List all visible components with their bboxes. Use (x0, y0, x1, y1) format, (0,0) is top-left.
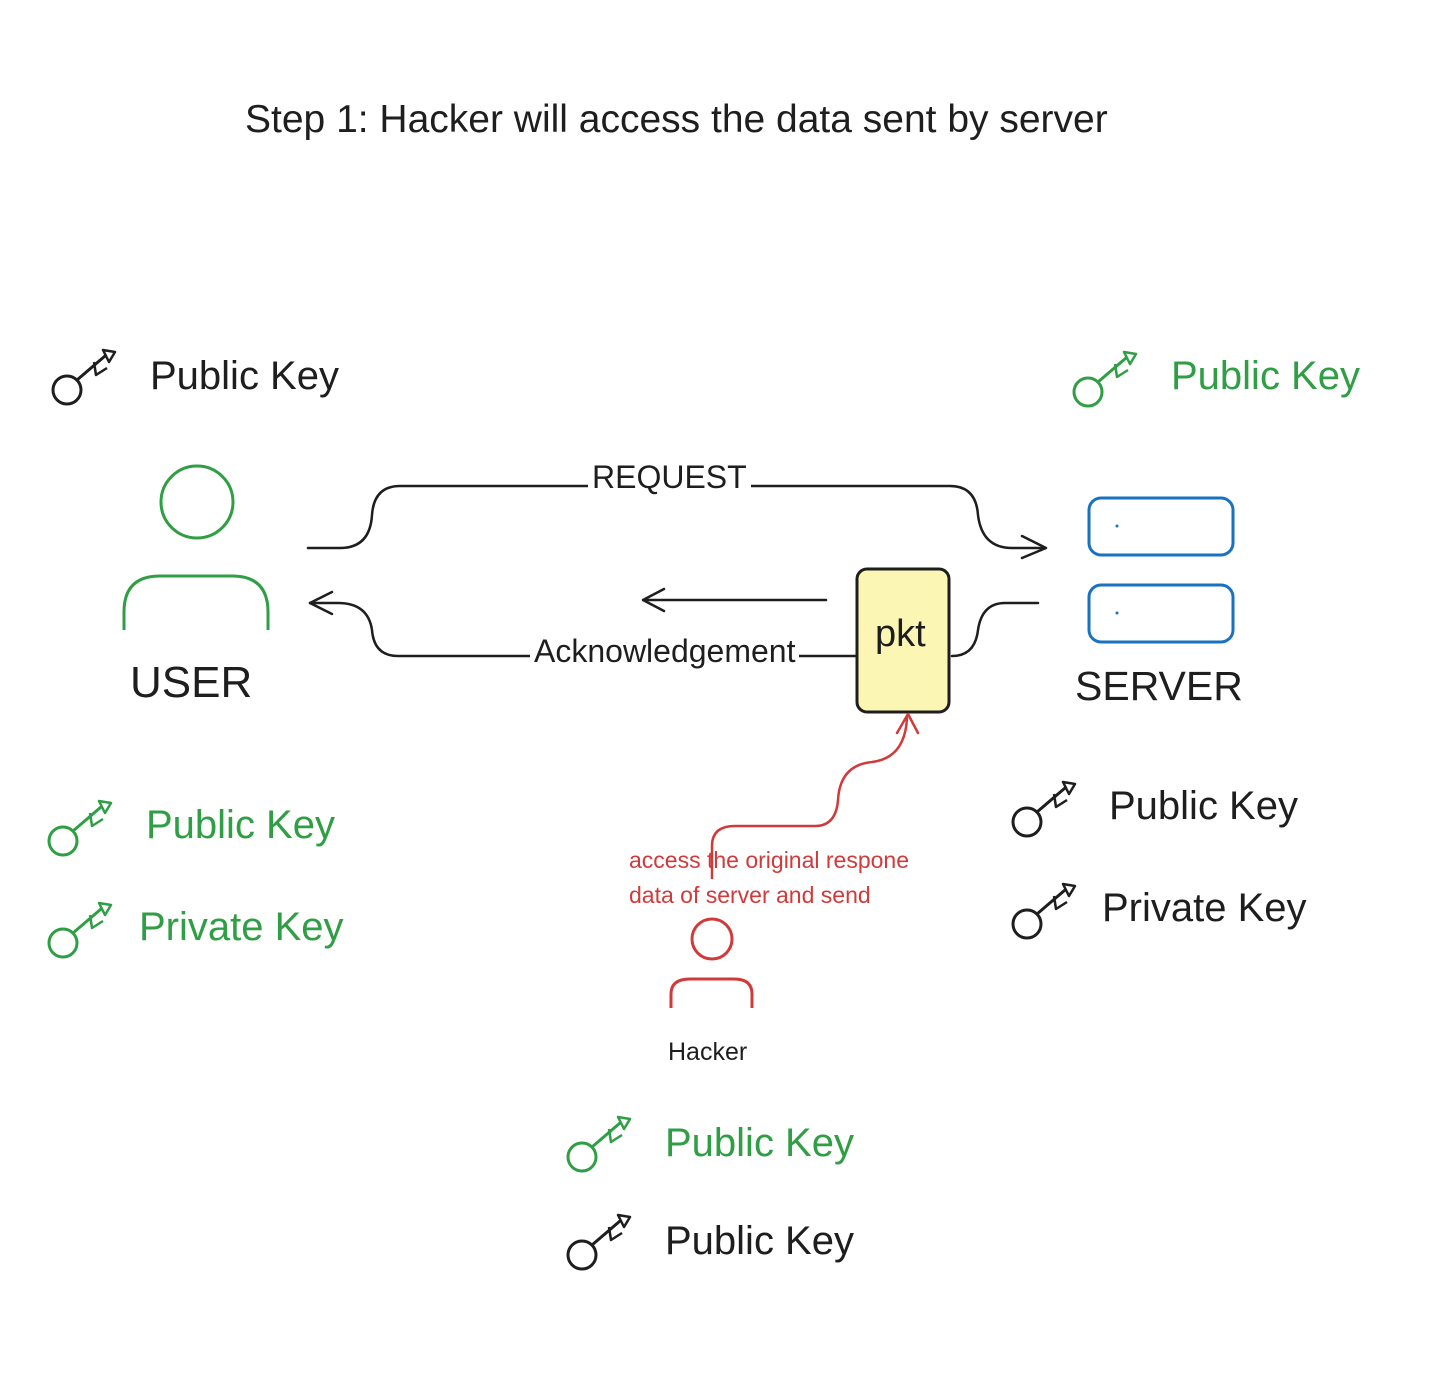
hacker-body (669, 977, 754, 1008)
key-icon (1011, 882, 1077, 940)
key-icon (47, 799, 113, 857)
server-label: SERVER (1075, 663, 1243, 709)
key-icon (566, 1115, 632, 1173)
hacker-public-key-label-2: Public Key (665, 1219, 854, 1263)
hacker-note-line-2: data of server and send (629, 882, 871, 908)
packet-box (855, 567, 951, 714)
acknowledgement-arrow (308, 587, 1040, 658)
key-icon (1011, 780, 1077, 838)
server-public-key-label: Public Key (1109, 784, 1298, 828)
hacker-note-line-1: access the original respone (629, 847, 909, 873)
user-label: USER (130, 658, 253, 707)
server-rack-top-led (1115, 524, 1119, 528)
user-public-key-label: Public Key (146, 803, 335, 847)
server-rack-bottom (1087, 583, 1235, 644)
server-rack-bottom-led (1115, 611, 1119, 615)
request-arrow (306, 484, 1048, 560)
server-figure (1087, 496, 1235, 644)
diagram-title: Step 1: Hacker will access the data sent… (245, 98, 1108, 141)
key-icon (51, 348, 117, 406)
user-private-key-label: Private Key (139, 905, 344, 949)
key-icon (566, 1213, 632, 1271)
request-label: REQUEST (588, 461, 751, 493)
hacker-label: Hacker (668, 1038, 748, 1066)
key-icon (47, 901, 113, 959)
hacker-head (690, 917, 734, 961)
user-body (122, 574, 270, 630)
server-top-key-label: Public Key (1171, 354, 1360, 398)
acknowledgement-label: Acknowledgement (530, 635, 800, 667)
hacker-figure (669, 917, 754, 1008)
key-icon (1072, 350, 1138, 408)
user-figure (122, 464, 270, 630)
user-head (159, 464, 235, 540)
server-private-key-label: Private Key (1102, 886, 1307, 930)
server-rack-top (1087, 496, 1235, 557)
packet-label: pkt (875, 613, 926, 655)
hacker-public-key-label-1: Public Key (665, 1121, 854, 1165)
intercept-arrow (710, 712, 920, 880)
user-top-key-label: Public Key (150, 354, 339, 398)
